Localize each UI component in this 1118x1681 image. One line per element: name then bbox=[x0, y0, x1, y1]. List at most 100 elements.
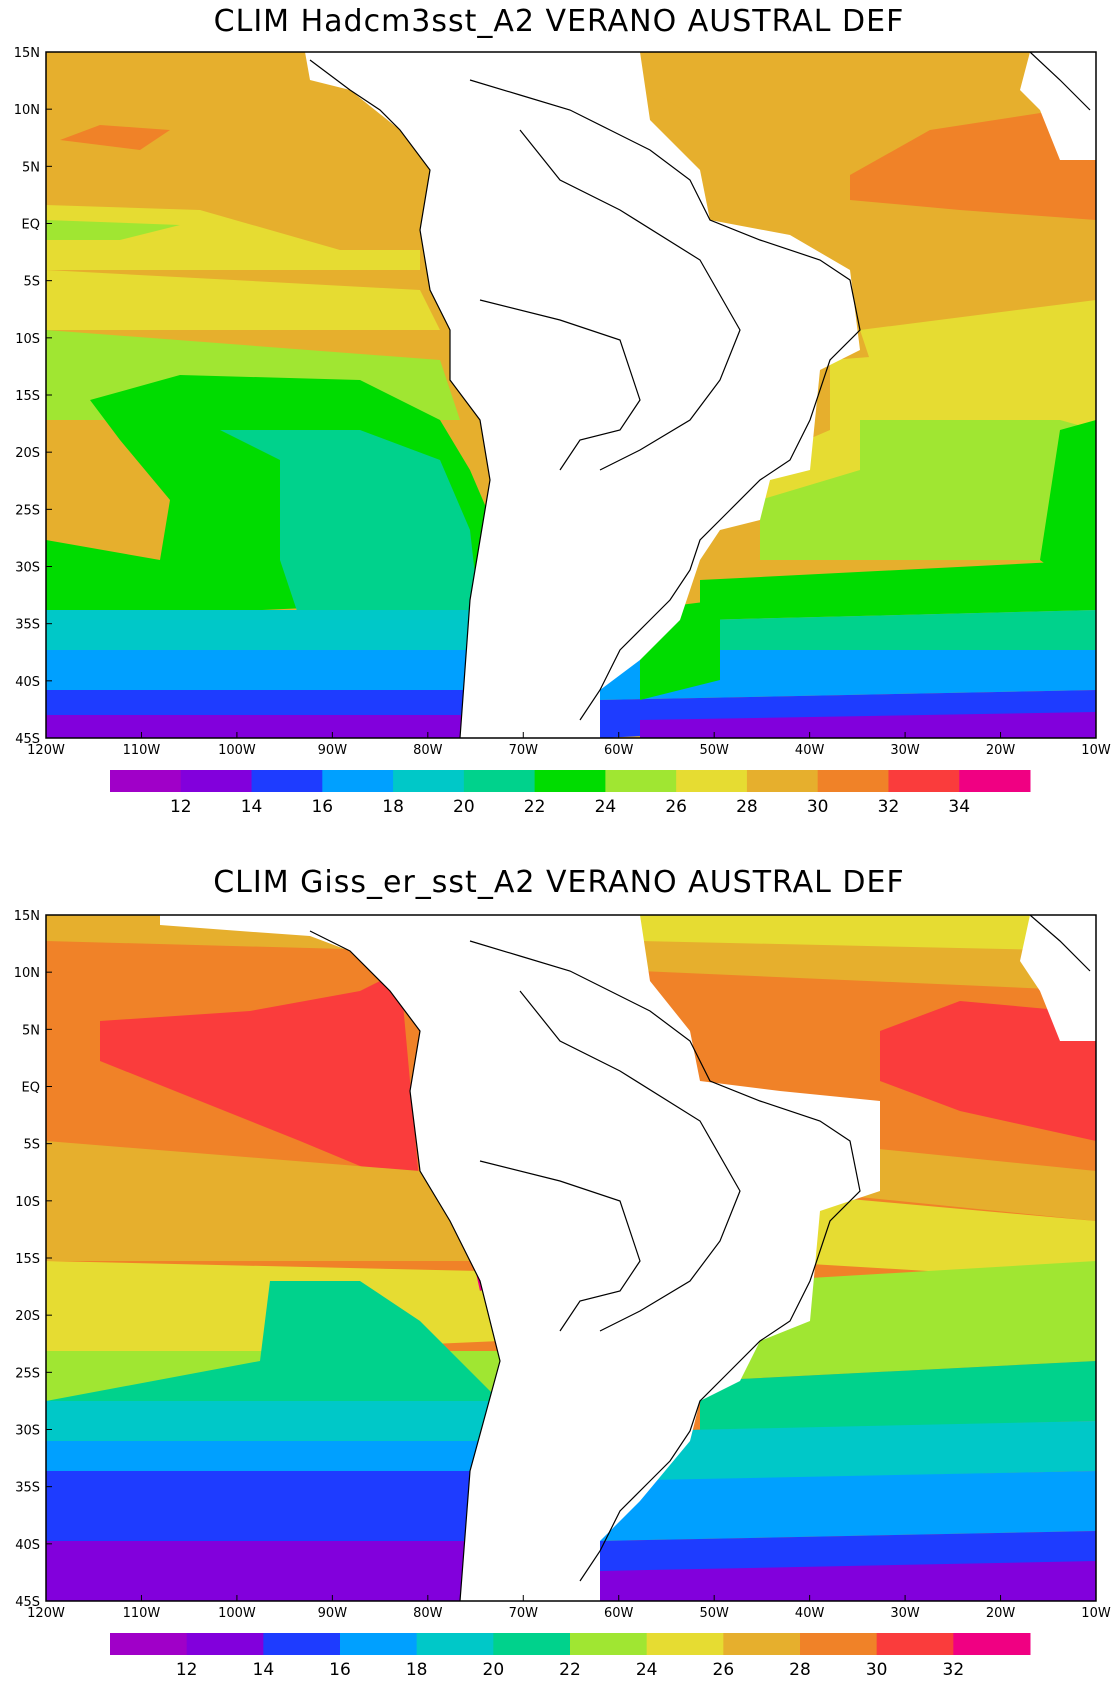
lon-tick-label: 110W bbox=[123, 1606, 161, 1621]
lat-tick-label: EQ bbox=[22, 218, 40, 233]
colorbar-label: 16 bbox=[329, 1660, 351, 1680]
colorbar-swatch bbox=[393, 770, 465, 792]
lat-tick-label: 30S bbox=[15, 561, 40, 576]
colorbar-swatch bbox=[817, 770, 889, 792]
lat-tick-label: 15S bbox=[15, 1252, 40, 1267]
colorbar-swatch bbox=[953, 1633, 1031, 1655]
lon-tick-label: 30W bbox=[890, 1606, 920, 1621]
lat-tick-label: 40S bbox=[15, 675, 40, 690]
colorbar-label: 34 bbox=[948, 797, 970, 817]
colorbar-swatch bbox=[746, 770, 819, 792]
colorbar-label: 32 bbox=[878, 797, 900, 817]
lon-tick-label: 50W bbox=[699, 743, 729, 758]
colorbar-swatch bbox=[322, 770, 394, 792]
colorbar-label: 20 bbox=[453, 797, 475, 817]
colorbar-swatch bbox=[646, 1633, 724, 1655]
colorbar-label: 26 bbox=[713, 1660, 735, 1680]
lat-tick-label: 20S bbox=[15, 446, 40, 461]
colorbar-swatch bbox=[888, 770, 960, 792]
lon-tick-label: 70W bbox=[509, 743, 539, 758]
colorbar-swatch bbox=[570, 1633, 648, 1655]
lon-tick-label: 110W bbox=[123, 743, 161, 758]
map-title: CLIM Hadcm3sst_A2 VERANO AUSTRAL DEF bbox=[213, 4, 905, 39]
colorbar-swatch bbox=[959, 770, 1031, 792]
colorbar-swatch bbox=[110, 770, 182, 792]
colorbar-label: 26 bbox=[665, 797, 687, 817]
colorbar-label: 28 bbox=[736, 797, 758, 817]
coastlines bbox=[309, 915, 1091, 1601]
colorbar-label: 12 bbox=[176, 1660, 198, 1680]
colorbar-swatch bbox=[180, 770, 253, 792]
map-canvas: 15N 10N 5N EQ 5S 10S 15S 20S 25S 30S 35S 40S 45S 120… bbox=[14, 46, 1111, 817]
colorbar-label: 14 bbox=[241, 797, 263, 817]
lat-tick-label: 5S bbox=[23, 1138, 40, 1153]
colorbar-label: 20 bbox=[483, 1660, 505, 1680]
lon-tick-label: 20W bbox=[986, 1606, 1016, 1621]
lat-tick-label: 20S bbox=[15, 1309, 40, 1324]
lat-tick-label: 15N bbox=[14, 46, 40, 61]
colorbar-label: 18 bbox=[406, 1660, 428, 1680]
colorbar-label: 12 bbox=[170, 797, 192, 817]
colorbar-swatch bbox=[340, 1633, 418, 1655]
lon-tick-label: 50W bbox=[699, 1606, 729, 1621]
colorbar-swatch bbox=[416, 1633, 494, 1655]
lat-tick-label: 45S bbox=[15, 1595, 40, 1610]
lon-tick-label: 80W bbox=[413, 1606, 443, 1621]
lat-tick-label: 5N bbox=[22, 160, 40, 175]
colorbar-label: 18 bbox=[382, 797, 404, 817]
lat-tick-label: 40S bbox=[15, 1538, 40, 1553]
lat-tick-label: 15S bbox=[15, 389, 40, 404]
colorbar-swatch bbox=[676, 770, 748, 792]
sst-field bbox=[46, 52, 1096, 738]
colorbar-swatch bbox=[263, 1633, 341, 1655]
colorbar-swatch bbox=[493, 1633, 571, 1655]
lat-tick-label: 45S bbox=[15, 732, 40, 747]
latitude-labels: 15N 10N 5N EQ 5S 10S 15S 20S 25S 30S 35S 40S 45S bbox=[14, 46, 52, 747]
lat-tick-label: 25S bbox=[15, 503, 40, 518]
lat-tick-label: 5N bbox=[22, 1023, 40, 1038]
lon-tick-label: 40W bbox=[795, 1606, 825, 1621]
lon-tick-label: 60W bbox=[604, 743, 634, 758]
lat-tick-label: 10N bbox=[14, 966, 40, 981]
lat-tick-label: 25S bbox=[15, 1366, 40, 1381]
colorbar-swatch bbox=[723, 1633, 801, 1655]
colorbar-label: 30 bbox=[807, 797, 829, 817]
lon-tick-label: 100W bbox=[218, 743, 256, 758]
lon-tick-label: 40W bbox=[795, 743, 825, 758]
lon-tick-label: 70W bbox=[509, 1606, 539, 1621]
lon-tick-label: 20W bbox=[986, 743, 1016, 758]
colorbar-swatch bbox=[463, 770, 536, 792]
lat-tick-label: 10S bbox=[15, 1195, 40, 1210]
colorbar-swatch bbox=[251, 770, 323, 792]
lon-tick-label: 120W bbox=[27, 1606, 65, 1621]
lon-tick-label: 10W bbox=[1081, 1606, 1111, 1621]
lon-tick-label: 10W bbox=[1081, 743, 1111, 758]
map-panel-giss: CLIM Giss_er_sst_A2 VERANO AUSTRAL DEF bbox=[0, 841, 1118, 1681]
colorbar-swatch bbox=[186, 1633, 264, 1655]
colorbar-label: 22 bbox=[559, 1660, 581, 1680]
lon-tick-label: 80W bbox=[413, 743, 443, 758]
lon-tick-label: 90W bbox=[318, 1606, 348, 1621]
colorbar-label: 16 bbox=[311, 797, 333, 817]
lat-tick-label: 35S bbox=[15, 618, 40, 633]
colorbar-label: 24 bbox=[595, 797, 617, 817]
lon-tick-label: 30W bbox=[890, 743, 920, 758]
colorbar-swatch bbox=[800, 1633, 878, 1655]
colorbar-label: 30 bbox=[866, 1660, 888, 1680]
map-panel-hadcm3: CLIM Hadcm3sst_A2 VERANO AUSTRAL DEF bbox=[0, 0, 1118, 840]
coastlines bbox=[309, 52, 1091, 738]
lat-tick-label: 10N bbox=[14, 103, 40, 118]
colorbar-swatch bbox=[876, 1633, 954, 1655]
lat-tick-label: 15N bbox=[14, 909, 40, 924]
colorbar-label: 14 bbox=[253, 1660, 275, 1680]
lat-tick-label: 10S bbox=[15, 332, 40, 347]
lon-tick-label: 120W bbox=[27, 743, 65, 758]
lat-tick-label: 5S bbox=[23, 275, 40, 290]
lon-tick-label: 100W bbox=[218, 1606, 256, 1621]
